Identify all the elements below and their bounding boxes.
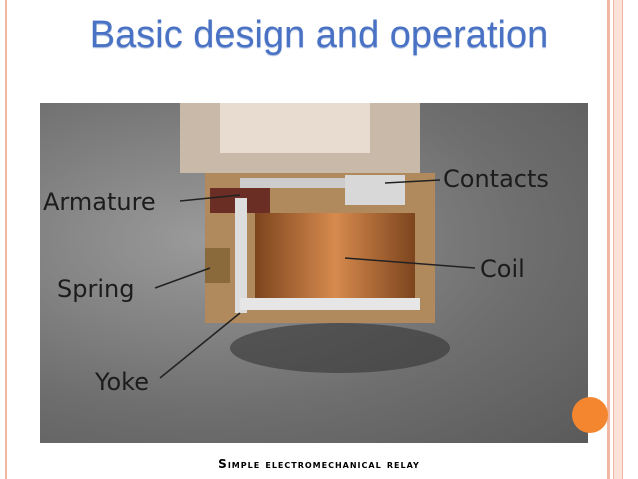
label-contacts: Contacts — [443, 165, 549, 193]
label-yoke: Yoke — [95, 368, 149, 396]
slide-border-right-band — [613, 0, 623, 479]
accent-circle — [572, 397, 608, 433]
slide-title: Basic design and operation — [89, 14, 549, 56]
photo-caption: Simple electromechanical relay — [218, 457, 420, 471]
label-coil: Coil — [480, 255, 525, 283]
relay-photo: Armature Contacts Spring Coil Yoke — [40, 103, 588, 443]
slide-border-right — [607, 0, 610, 479]
label-spring: Spring — [57, 275, 135, 303]
label-armature: Armature — [43, 188, 156, 216]
slide-border-left — [5, 0, 7, 479]
